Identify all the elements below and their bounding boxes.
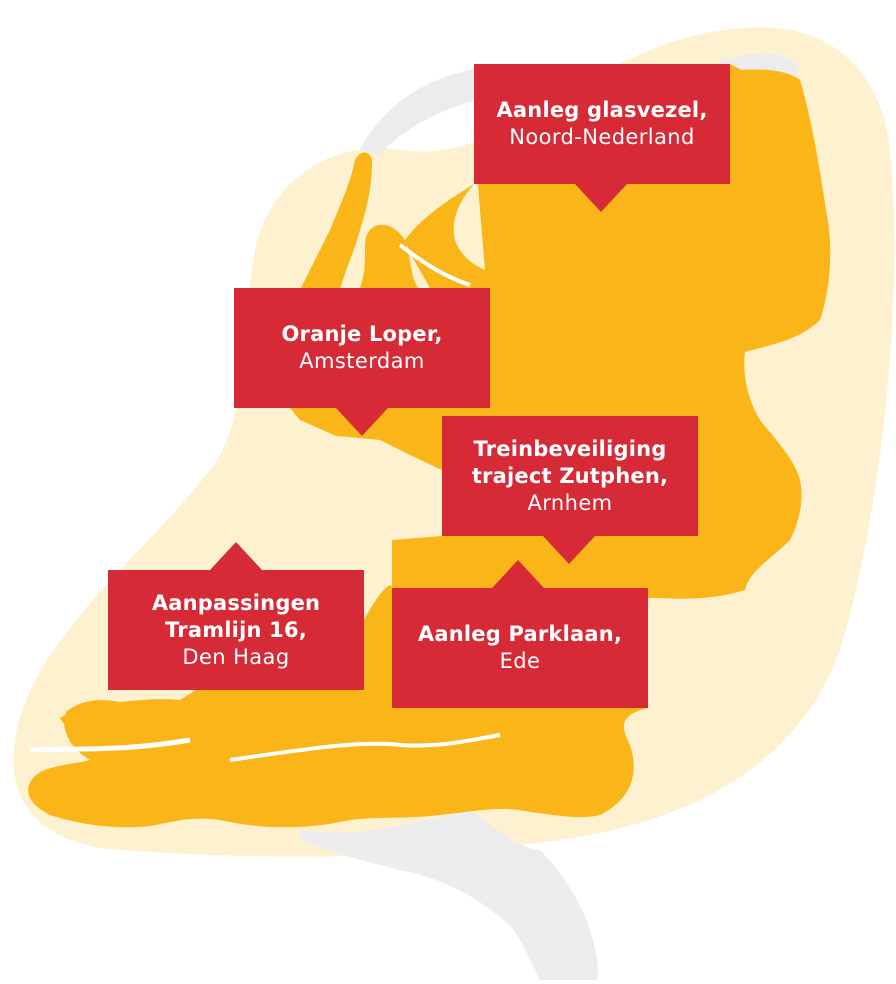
callout-title: Oranje Loper, <box>281 322 443 346</box>
callout-subtitle: Noord-Nederland <box>509 125 695 149</box>
zeeland-island-2 <box>40 762 144 796</box>
callout-title: Aanleg Parklaan, <box>417 622 623 646</box>
rivier-channel <box>229 733 501 762</box>
callout-den-haag[interactable]: Aanpassingen Tramlijn 16, Den Haag <box>108 570 364 690</box>
callout-amsterdam[interactable]: Oranje Loper, Amsterdam <box>234 288 490 408</box>
callout-title-line1: Aanpassingen <box>151 590 321 615</box>
callout-pointer <box>336 408 388 436</box>
callout-subtitle: Amsterdam <box>299 349 425 373</box>
callout-pointer <box>543 536 595 564</box>
noord-nederland-land <box>405 184 518 330</box>
callout-subtitle: Ede <box>499 649 541 673</box>
callout-title-line2: Tramlijn 16, <box>165 617 307 642</box>
noord-holland-land <box>300 152 372 290</box>
callout-noord-nederland[interactable]: Aanleg glasvezel, Noord-Nederland <box>474 64 730 184</box>
zeeland-channel <box>29 737 191 753</box>
callout-arnhem[interactable]: Treinbeveiliging traject Zutphen, Arnhem <box>442 416 698 536</box>
ijsselmeer-channel <box>398 243 471 287</box>
callout-pointer <box>210 542 262 570</box>
callout-pointer <box>575 184 627 212</box>
callout-title: Aanleg glasvezel, <box>496 98 708 122</box>
zeeland-island-1 <box>60 703 154 741</box>
callout-subtitle: Den Haag <box>182 644 290 669</box>
neighbor-land-south <box>300 810 598 980</box>
callout-title-line1: Treinbeveiliging <box>473 436 667 461</box>
callout-ede[interactable]: Aanleg Parklaan, Ede <box>392 588 648 708</box>
callout-subtitle: Arnhem <box>527 490 613 515</box>
callout-title-line2: traject Zutphen, <box>471 463 669 488</box>
callout-pointer <box>492 560 544 588</box>
neighbor-land-north <box>360 64 476 155</box>
